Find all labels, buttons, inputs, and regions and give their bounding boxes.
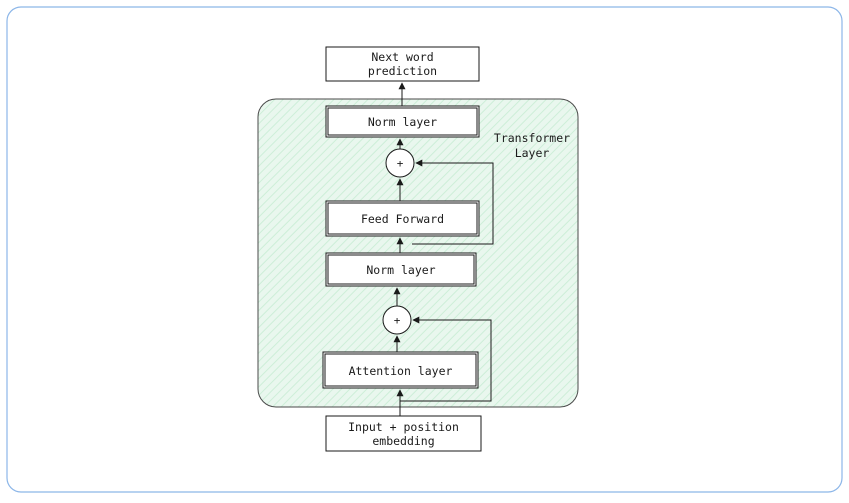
attention-layer-node: Attention layer [322,351,479,389]
input-embedding-node: Input + position embedding [325,415,482,452]
container-label-line1: Transformer [494,131,570,145]
feed-forward-node: Feed Forward [325,200,480,237]
input-label-line2: embedding [372,434,434,448]
norm-layer-top-node: Norm layer [325,105,480,138]
feed-forward-label: Feed Forward [361,212,444,226]
next-word-label-line1: Next word [371,50,433,64]
add-circle-bottom: + [382,305,412,335]
next-word-prediction-node: Next word prediction [325,46,480,82]
add-circle-top: + [385,148,415,178]
add-bottom-label: + [394,314,401,327]
norm-mid-label: Norm layer [366,263,435,277]
attention-label: Attention layer [349,364,453,378]
container-label-line2: Layer [515,146,550,160]
norm-layer-mid-node: Norm layer [325,252,477,287]
residual-path-top [412,159,494,245]
input-label-line1: Input + position [348,420,459,434]
add-top-label: + [397,157,404,170]
norm-top-label: Norm layer [368,115,437,129]
residual-path-bottom [400,316,492,402]
next-word-label-line2: prediction [368,64,437,78]
